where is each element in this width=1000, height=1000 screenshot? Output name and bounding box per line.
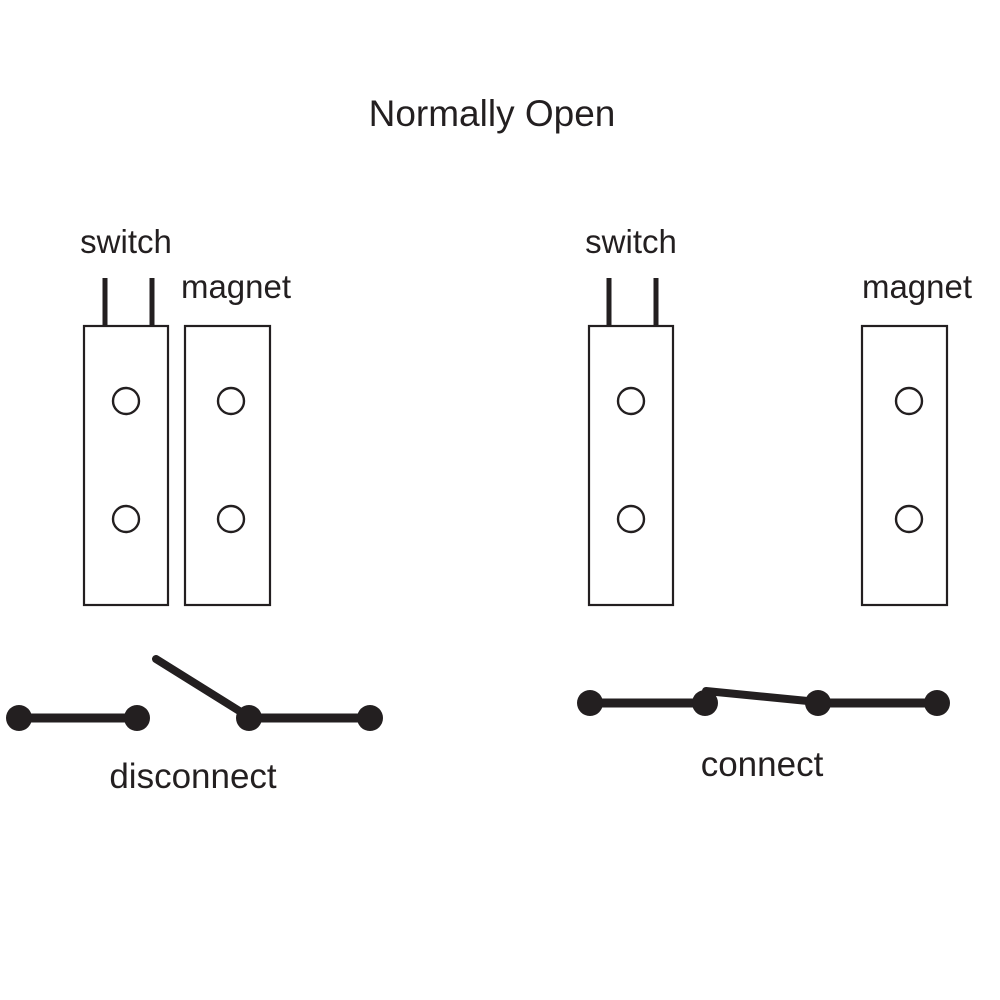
right-panel: switch magnet	[577, 223, 972, 784]
right-contact-dot-2	[692, 690, 718, 716]
left-switch-body	[82, 324, 170, 607]
right-magnet-label: magnet	[862, 268, 972, 305]
left-switch-lead-wires	[102, 278, 155, 327]
right-magnet-rect	[860, 324, 949, 607]
left-panel: switch magnet	[6, 223, 383, 796]
left-reed-arm-open	[152, 655, 253, 721]
left-contact-dot-4	[357, 705, 383, 731]
right-switch-hole-upper	[616, 386, 646, 416]
left-contact-dot-1	[6, 705, 32, 731]
left-switch-hole-upper	[111, 386, 141, 416]
right-magnet-hole-lower	[894, 504, 924, 534]
right-switch-body	[587, 324, 675, 607]
right-contact-dot-3	[805, 690, 831, 716]
left-state-label: disconnect	[109, 757, 277, 796]
right-contact-dot-1	[577, 690, 603, 716]
right-state-label: connect	[701, 745, 824, 784]
left-magnet-hole-upper	[216, 386, 246, 416]
left-magnet-hole-lower	[216, 504, 246, 534]
left-switch-hole-lower	[111, 504, 141, 534]
page-title: Normally Open	[369, 93, 616, 134]
left-contact-dot-3	[236, 705, 262, 731]
left-switch-label: switch	[80, 223, 172, 260]
right-switch-hole-lower	[616, 504, 646, 534]
right-contact-dot-4	[924, 690, 950, 716]
right-contact-schematic-closed	[577, 687, 950, 716]
right-switch-lead-wires	[606, 278, 659, 327]
right-magnet-hole-upper	[894, 386, 924, 416]
right-switch-rect	[587, 324, 675, 607]
left-magnet-body	[183, 324, 272, 607]
left-contact-schematic-open	[6, 655, 383, 731]
left-magnet-rect	[183, 324, 272, 607]
left-magnet-label: magnet	[181, 268, 291, 305]
left-contact-dot-2	[124, 705, 150, 731]
left-switch-rect	[82, 324, 170, 607]
right-reed-arm-closed	[702, 687, 822, 706]
right-magnet-body	[860, 324, 949, 607]
right-switch-label: switch	[585, 223, 677, 260]
